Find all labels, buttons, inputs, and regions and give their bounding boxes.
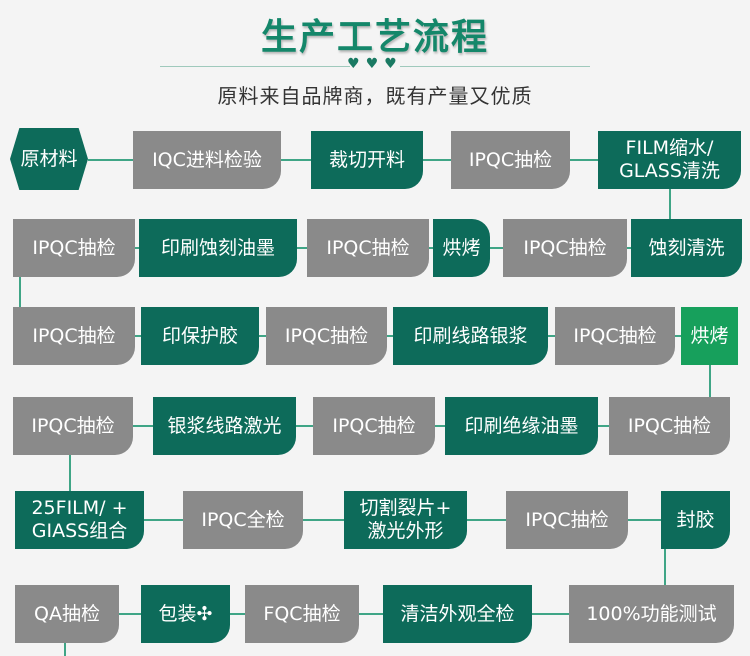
node-ipqc-5: IPQC抽检 <box>13 307 135 365</box>
node-print-etch-ink: 印刷蚀刻油墨 <box>139 219 297 277</box>
node-raw-material: 原材料 <box>10 128 88 190</box>
page-subtitle: 原料来自品牌商，既有产量又优质 <box>217 84 533 108</box>
node-ipqc-full-check: IPQC全检 <box>183 491 303 549</box>
node-ipqc-2: IPQC抽检 <box>503 219 627 277</box>
node-packaging: 包装✣ <box>141 585 230 643</box>
node-ipqc-3: IPQC抽检 <box>307 219 429 277</box>
node-qa: QA抽检 <box>15 585 119 643</box>
node-ipqc-4: IPQC抽检 <box>13 219 135 277</box>
node-sealing: 封胶 <box>661 491 730 549</box>
title-divider-left <box>160 66 350 67</box>
node-print-insulation: 印刷绝缘油墨 <box>445 397 598 455</box>
node-ipqc-8: IPQC抽检 <box>609 397 730 455</box>
node-film-glass-combine: 25FILM/ + GIASS组合 <box>15 491 144 549</box>
node-function-test: 100%功能测试 <box>569 585 734 643</box>
node-film-glass-wash: FILM缩水/ GLASS清洗 <box>598 131 741 189</box>
node-print-silver: 印刷线路银浆 <box>393 307 548 365</box>
node-appearance-check: 清洁外观全检 <box>383 585 532 643</box>
node-protect-glue: 印保护胶 <box>141 307 259 365</box>
node-iqc-incoming: IQC进料检验 <box>133 131 281 189</box>
title-divider-right <box>400 66 590 67</box>
node-ipqc-10: IPQC抽检 <box>13 397 133 455</box>
node-cut-laser-shape: 切割裂片+ 激光外形 <box>344 491 467 549</box>
node-ipqc-11: IPQC抽检 <box>506 491 628 549</box>
node-ipqc-6: IPQC抽检 <box>266 307 387 365</box>
node-ipqc-1: IPQC抽检 <box>451 131 570 189</box>
node-silver-laser: 银浆线路激光 <box>153 397 296 455</box>
node-cutting: 裁切开料 <box>311 131 423 189</box>
node-ipqc-7: IPQC抽检 <box>555 307 675 365</box>
node-baking-1: 烘烤 <box>433 219 490 277</box>
heart-icons: ♥♥♥ <box>347 56 403 72</box>
node-ipqc-9: IPQC抽检 <box>313 397 435 455</box>
node-baking-2: 烘烤 <box>681 307 738 365</box>
node-etch-clean: 蚀刻清洗 <box>631 219 742 277</box>
page-title: 生产工艺流程 <box>260 17 489 58</box>
node-fqc: FQC抽检 <box>245 585 359 643</box>
